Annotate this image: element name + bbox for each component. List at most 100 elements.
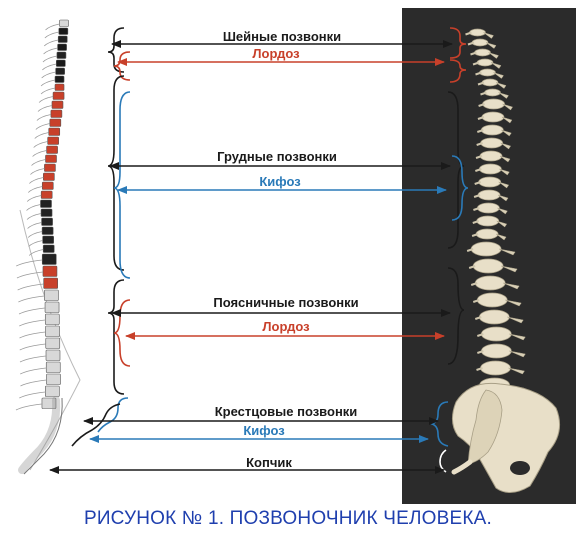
schematic-vertebra bbox=[46, 373, 61, 385]
photo-process bbox=[501, 116, 513, 124]
photo-spine bbox=[451, 28, 561, 493]
schematic-process bbox=[38, 96, 54, 103]
photo-process bbox=[490, 62, 502, 69]
schematic-process bbox=[40, 87, 56, 95]
photo-process-left bbox=[473, 194, 481, 198]
schematic-vertebra bbox=[41, 181, 54, 190]
label-coccyx: Копчик bbox=[246, 455, 292, 470]
schematic-process bbox=[27, 186, 43, 193]
schematic-process bbox=[28, 249, 44, 256]
photo-process bbox=[498, 92, 509, 99]
brace-right-lumbar bbox=[447, 267, 465, 365]
schematic-vertebra bbox=[45, 361, 61, 373]
photo-process bbox=[497, 207, 508, 215]
brace-right-cervical bbox=[449, 27, 467, 59]
schematic-process bbox=[40, 79, 56, 87]
schematic-vertebra bbox=[42, 235, 54, 244]
photo-process bbox=[501, 129, 512, 137]
schematic-process bbox=[16, 271, 44, 279]
schematic-sacrum bbox=[18, 396, 61, 474]
photo-vertebra bbox=[475, 228, 499, 240]
label-kyphosis-1: Кифоз bbox=[259, 174, 301, 189]
schematic-vertebra bbox=[49, 118, 62, 127]
schematic-vertebra bbox=[42, 265, 58, 277]
schematic-process bbox=[19, 355, 47, 363]
schematic-process bbox=[42, 63, 57, 71]
photo-process bbox=[483, 32, 494, 39]
photo-vertebra bbox=[477, 189, 501, 201]
photo-vertebra bbox=[474, 275, 506, 291]
brace-left-thoracic bbox=[107, 75, 125, 271]
photo-process bbox=[488, 52, 499, 59]
schematic-vertebra bbox=[54, 83, 65, 91]
label-thoracic: Грудные позвонки bbox=[217, 149, 337, 164]
schematic-vertebra bbox=[44, 301, 60, 313]
schematic-process bbox=[26, 213, 42, 220]
schematic-process bbox=[37, 105, 53, 112]
photo-process-left bbox=[476, 129, 484, 133]
label-lordosis-1: Лордоз bbox=[252, 46, 300, 61]
photo-process-left bbox=[465, 31, 472, 36]
schematic-vertebra bbox=[40, 199, 52, 208]
photo-vertebra bbox=[481, 111, 505, 123]
photo-vertebra bbox=[481, 78, 499, 87]
photo-process bbox=[502, 103, 513, 111]
schematic-process bbox=[28, 240, 43, 247]
label-lumbar: Поясничные позвонки bbox=[213, 295, 359, 310]
photo-vertebra bbox=[481, 343, 512, 359]
photo-process-left bbox=[472, 220, 480, 224]
schematic-vertebra bbox=[45, 154, 57, 163]
label-kyphosis-2: Кифоз bbox=[243, 423, 285, 438]
photo-process-left bbox=[474, 181, 482, 185]
schematic-vertebra bbox=[43, 277, 58, 289]
schematic-vertebra bbox=[55, 59, 66, 67]
label-cervical: Шейные позвонки bbox=[222, 29, 342, 44]
photo-process-left bbox=[480, 91, 487, 96]
photo-vertebra bbox=[471, 38, 489, 47]
schematic-process bbox=[29, 177, 44, 184]
arrows bbox=[49, 40, 453, 474]
photo-vertebra bbox=[469, 28, 486, 37]
photo-process bbox=[499, 168, 510, 176]
photo-process-left bbox=[477, 350, 484, 354]
schematic-vertebra bbox=[41, 397, 57, 409]
schematic-vertebra bbox=[56, 51, 67, 59]
photo-process bbox=[501, 265, 518, 273]
brace-right-lordosis-1 bbox=[449, 59, 467, 83]
photo-process-left bbox=[468, 265, 476, 269]
photo-process-left bbox=[470, 282, 478, 286]
photo-process-left bbox=[476, 142, 483, 146]
photo-coccyx bbox=[451, 459, 473, 475]
photo-process bbox=[493, 72, 504, 79]
schematic-vertebra bbox=[57, 35, 68, 43]
schematic-process bbox=[16, 259, 43, 267]
schematic-process bbox=[35, 123, 50, 130]
photo-vertebra bbox=[476, 292, 508, 308]
label-lordosis-2: Лордоз bbox=[262, 319, 310, 334]
schematic-vertebra bbox=[48, 127, 61, 136]
photo-process-left bbox=[477, 116, 485, 120]
schematic-process bbox=[32, 150, 47, 157]
schematic-vertebra bbox=[57, 43, 67, 51]
photo-process bbox=[485, 42, 497, 49]
photo-pelvis-foramen bbox=[510, 461, 530, 475]
photo-vertebra bbox=[482, 98, 505, 110]
schematic-process bbox=[26, 204, 41, 211]
schematic-vertebra bbox=[50, 109, 63, 118]
photo-vertebra bbox=[474, 48, 491, 57]
schematic-process bbox=[15, 403, 43, 411]
schematic-spine bbox=[15, 19, 81, 475]
brace-left-lumbar bbox=[107, 279, 125, 395]
photo-process bbox=[507, 316, 524, 324]
photo-process-left bbox=[475, 71, 482, 76]
schematic-process bbox=[18, 307, 46, 315]
brace-left-cervical bbox=[107, 27, 125, 73]
schematic-sacrum-edge bbox=[23, 397, 63, 475]
photo-sacrum bbox=[467, 389, 503, 465]
schematic-process bbox=[43, 39, 59, 47]
schematic-vertebra bbox=[41, 253, 57, 265]
photo-process bbox=[497, 194, 509, 202]
brace-right-thoracic bbox=[447, 91, 465, 249]
photo-vertebra bbox=[479, 150, 503, 162]
schematic-vertebra bbox=[51, 100, 64, 109]
